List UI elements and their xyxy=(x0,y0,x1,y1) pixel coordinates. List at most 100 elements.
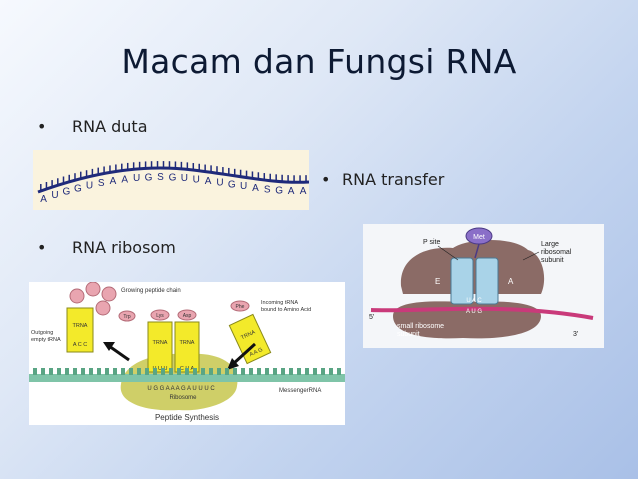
mrna-tooth xyxy=(65,368,69,375)
mrna-tooth xyxy=(289,368,293,375)
amino-lys: Lys xyxy=(156,313,164,319)
incoming-label: Incoming tRNA bound to Amino Acid xyxy=(261,300,311,313)
mrna-base: A xyxy=(121,174,128,185)
growing-chain-label: Growing peptide chain xyxy=(121,288,181,294)
mrna-tooth xyxy=(113,368,117,375)
trna-out-label: TRNA xyxy=(73,323,88,329)
trna-image: Met P site Large ribosomal subunit E A U… xyxy=(363,224,604,348)
mrna-tooth xyxy=(233,368,237,375)
mrna-base: G xyxy=(145,172,153,183)
mrna-tooth xyxy=(201,368,205,375)
mrna-tooth xyxy=(281,368,285,375)
mrna-tooth xyxy=(89,368,93,375)
mrna-base: S xyxy=(98,178,105,189)
arrow-in-icon xyxy=(227,342,257,370)
mrna-tooth xyxy=(129,368,133,375)
large-subunit-line-2: ribosomal xyxy=(541,249,572,256)
mrna-base: U xyxy=(193,174,200,185)
anticodon-out: A C C xyxy=(73,342,87,348)
mrna-base: U xyxy=(86,181,93,192)
p-site-label: P site xyxy=(423,239,440,246)
mrna-tooth xyxy=(273,368,277,375)
mrna-tooth xyxy=(33,368,37,375)
five-prime-label: 5' xyxy=(369,314,374,321)
mrna-base: A xyxy=(300,186,307,197)
mrna-base: S xyxy=(157,172,164,183)
mrna-tooth xyxy=(249,368,253,375)
mrna-base: G xyxy=(62,187,70,198)
small-subunit-label: small ribosome subunit xyxy=(397,323,446,338)
amino-trp: Trp xyxy=(123,314,131,320)
mrna-tooth xyxy=(73,368,77,375)
codon: A U G xyxy=(466,309,482,315)
mrna-base: U xyxy=(216,178,223,189)
mrna-tooth xyxy=(177,368,181,375)
small-subunit-line-1: small ribosome xyxy=(397,323,444,330)
mrna-tooth xyxy=(313,368,317,375)
mrna-tooth xyxy=(57,368,61,375)
trna-2-label: TRNA xyxy=(180,340,195,346)
mrna-tooth xyxy=(337,368,341,375)
mrna-tooth xyxy=(225,368,229,375)
mrna-tooth xyxy=(209,368,213,375)
caption-label: Peptide Synthesis xyxy=(155,413,219,422)
mrna-base: G xyxy=(228,179,236,190)
mrna-tooth xyxy=(145,368,149,375)
mrna-tooth xyxy=(265,368,269,375)
large-subunit-line-3: subunit xyxy=(541,257,564,264)
mrna-base: U xyxy=(181,173,188,184)
slide-title: Macam dan Fungsi RNA xyxy=(121,42,517,81)
mrna-base: A xyxy=(205,176,212,187)
mrna-base: A xyxy=(252,183,259,194)
bullet-label: RNA duta xyxy=(72,117,148,136)
mrna-tooth xyxy=(137,368,141,375)
outgoing-label: Outgoing empty tRNA xyxy=(31,330,61,343)
mrna-base: U xyxy=(240,181,247,192)
trna-1-label: TRNA xyxy=(153,340,168,346)
mrna-tooth xyxy=(329,368,333,375)
mrna-sequence: U G G A A A G A U U U C xyxy=(147,386,215,392)
mrna-tooth xyxy=(121,368,125,375)
mrna-tooth xyxy=(81,368,85,375)
mrna-base: A xyxy=(288,186,295,197)
three-prime-label: 3' xyxy=(573,331,578,338)
anticodon-1: U U U xyxy=(153,366,168,372)
mrna-tooth xyxy=(305,368,309,375)
mrna-tooth xyxy=(185,368,189,375)
mrna-base: G xyxy=(275,186,283,197)
peptide-synthesis-icon: Growing peptide chain Trp Lys Asp Phe In… xyxy=(29,281,345,425)
incoming-line-2: bound to Amino Acid xyxy=(261,307,311,313)
anticodon-in: A A G xyxy=(249,347,264,358)
mrna-tooth xyxy=(169,368,173,375)
incoming-line-1: Incoming tRNA xyxy=(261,300,298,306)
trna-in-label: TRNA xyxy=(240,329,256,341)
bullet-label: RNA transfer xyxy=(342,170,445,189)
small-subunit-line-2: subunit xyxy=(397,331,420,338)
bullet-dot: • xyxy=(37,117,47,136)
mrna-tooth xyxy=(153,368,157,375)
anticodon: U A C xyxy=(466,298,482,304)
mrna-tooth xyxy=(217,368,221,375)
mrna-base: A xyxy=(110,176,117,187)
bullet-dot: • xyxy=(321,170,331,189)
bullet-dot: • xyxy=(37,238,47,257)
amino-asp: Asp xyxy=(183,313,192,319)
large-subunit-label: Large ribosomal subunit xyxy=(541,241,573,264)
mrna-tooth xyxy=(105,368,109,375)
mrna-tooth xyxy=(41,368,45,375)
mrna-tooth xyxy=(161,368,165,375)
site-a: A xyxy=(508,277,514,286)
arrow-out-icon xyxy=(103,342,130,362)
mrna-tooth xyxy=(241,368,245,375)
outgoing-line-2: empty tRNA xyxy=(31,337,61,343)
mrna-tooth xyxy=(193,368,197,375)
mrna-base: S xyxy=(264,184,271,195)
messenger-label: MessengerRNA xyxy=(279,388,321,394)
mrna-base: G xyxy=(169,172,177,183)
site-e: E xyxy=(435,277,440,286)
mrna-tooth xyxy=(49,368,53,375)
mrna-tooth xyxy=(97,368,101,375)
mrna-base: U xyxy=(133,173,140,184)
